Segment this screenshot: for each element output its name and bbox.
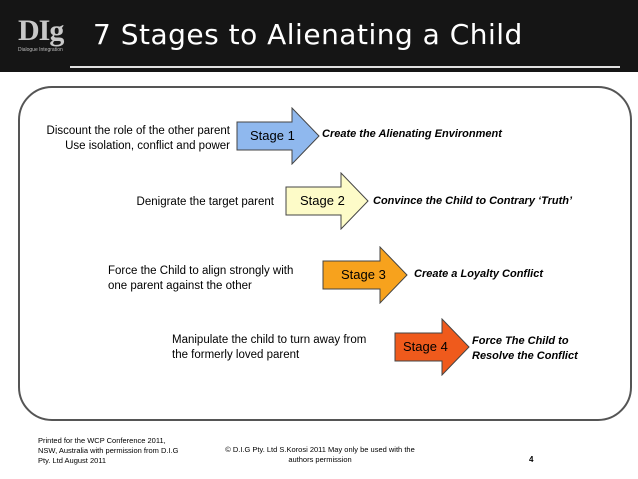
stage-1-label: Stage 1 (250, 128, 295, 143)
stage-3-desc-line2: one parent against the other (108, 280, 252, 292)
stage-4-description: Manipulate the child to turn away from t… (172, 333, 392, 363)
stages-panel (18, 86, 632, 421)
stage-2-arrow-shape (285, 172, 369, 230)
stage-2-description: Denigrate the target parent (90, 195, 274, 210)
logo-subtext: Dialogue Integration (18, 47, 63, 53)
stage-4-label: Stage 4 (403, 339, 448, 354)
footer-center-line2: authors permission (288, 455, 352, 464)
footer-left-line2: NSW, Australia with permission from D.I.… (38, 446, 179, 455)
stage-4-arrow-fill (394, 318, 470, 376)
stage-3-desc-line1: Force the Child to align strongly with (108, 265, 294, 277)
footer-center-line1: © D.I.G Pty. Ltd S.Korosi 2011 May only … (225, 445, 415, 454)
stage-4-goal: Force The Child to Resolve the Conflict (472, 334, 578, 364)
footer-left-line3: Pty. Ltd August 2011 (38, 456, 107, 465)
stage-1-arrow-fill (236, 107, 320, 165)
stage-1-desc-line1: Discount the role of the other parent (46, 125, 230, 137)
stage-4-desc-line2: the formerly loved parent (172, 349, 300, 361)
dig-logo: DIg Dialogue Integration (18, 14, 70, 60)
page-number: 4 (529, 455, 534, 464)
stage-4-desc-line1: Manipulate the child to turn away from (172, 334, 367, 346)
stage-3-arrow-shape (322, 246, 408, 304)
slide-header: DIg Dialogue Integration 7 Stages to Ali… (0, 0, 638, 72)
stage-2-arrow-fill (285, 172, 369, 230)
stage-2-goal: Convince the Child to Contrary ‘Truth’ (373, 194, 572, 209)
stage-1-arrow: Stage 1 (236, 107, 320, 165)
stage-1-goal-line1: Create the Alienating Environment (322, 128, 502, 140)
stage-4-arrow-shape (394, 318, 470, 376)
footer-left-line1: Printed for the WCP Conference 2011, (38, 436, 166, 445)
stage-1-description: Discount the role of the other parent Us… (30, 124, 230, 154)
stage-4-arrow: Stage 4 (394, 318, 470, 376)
stage-4-goal-line1: Force The Child to (472, 335, 569, 347)
stage-3-arrow-fill (322, 246, 408, 304)
stage-2-goal-line1: Convince the Child to Contrary ‘Truth’ (373, 195, 573, 207)
footer-print-note: Printed for the WCP Conference 2011, NSW… (38, 436, 178, 466)
stage-1-desc-line2: Use isolation, conflict and power (65, 140, 230, 152)
logo-text: DIg (18, 14, 64, 47)
slide-title: 7 Stages to Alienating a Child (93, 18, 523, 51)
stage-2-desc-line1: Denigrate the target parent (136, 196, 274, 208)
stage-4-goal-line2: Resolve the Conflict (472, 350, 578, 362)
stage-3-description: Force the Child to align strongly with o… (108, 264, 323, 294)
stage-3-arrow: Stage 3 (322, 246, 408, 304)
stage-3-goal: Create a Loyalty Conflict (414, 267, 543, 282)
stage-2-arrow: Stage 2 (285, 172, 369, 230)
title-underline (70, 66, 620, 68)
stage-3-label: Stage 3 (341, 267, 386, 282)
stage-1-goal: Create the Alienating Environment (322, 127, 502, 142)
stage-3-goal-line1: Create a Loyalty Conflict (414, 268, 543, 280)
footer-copyright: © D.I.G Pty. Ltd S.Korosi 2011 May only … (220, 445, 420, 465)
stage-2-label: Stage 2 (300, 193, 345, 208)
stage-1-arrow-shape (236, 107, 320, 165)
